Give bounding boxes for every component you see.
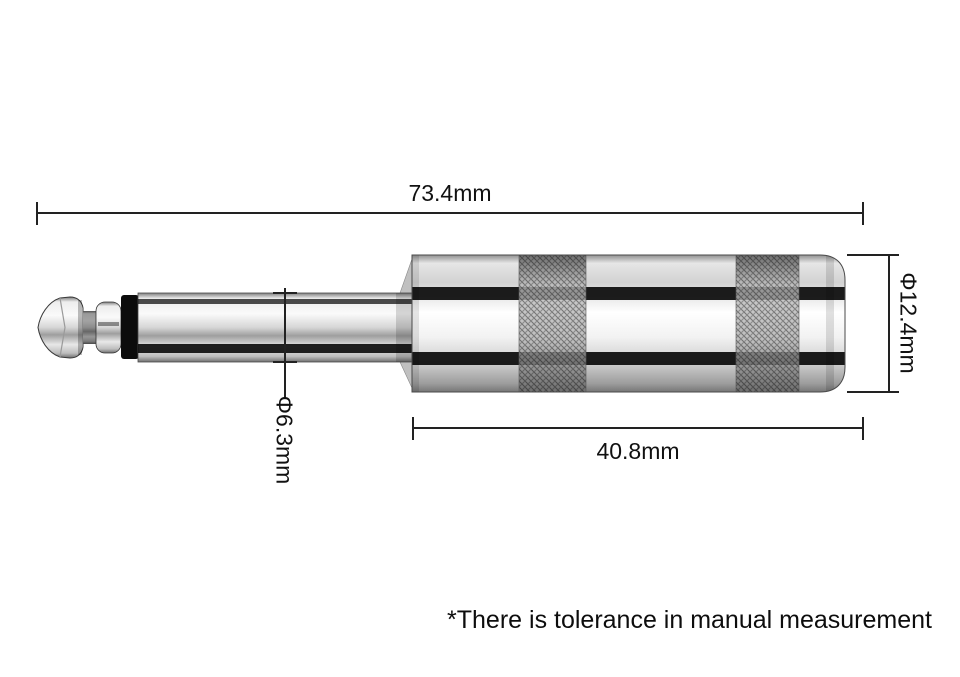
plug-neck-groove: [83, 311, 96, 344]
dim-shaft-diameter-line: [273, 288, 297, 399]
dimension-lines: [36, 202, 899, 440]
plug-tip: [37, 296, 84, 359]
dim-body-diameter-line: [847, 254, 899, 393]
plug-insulator-ring: [121, 295, 139, 359]
dim-label-total-length: 73.4mm: [408, 180, 492, 206]
knurl-band-left: [518, 255, 587, 392]
dim-label-body-length: 40.8mm: [596, 438, 680, 464]
dim-total-length-line: [36, 202, 864, 225]
plug-body: [411, 254, 846, 393]
plug-shaft: [137, 292, 413, 363]
tolerance-footnote: *There is tolerance in manual measuremen…: [447, 606, 932, 634]
dim-label-shaft-diameter: Φ6.3mm: [271, 395, 298, 485]
jack-plug-drawing: [37, 254, 846, 393]
knurl-band-right: [735, 255, 800, 392]
plug-bead: [95, 301, 122, 354]
dim-body-length-line: [412, 417, 864, 440]
dim-label-body-diameter: Φ12.4mm: [895, 272, 922, 374]
